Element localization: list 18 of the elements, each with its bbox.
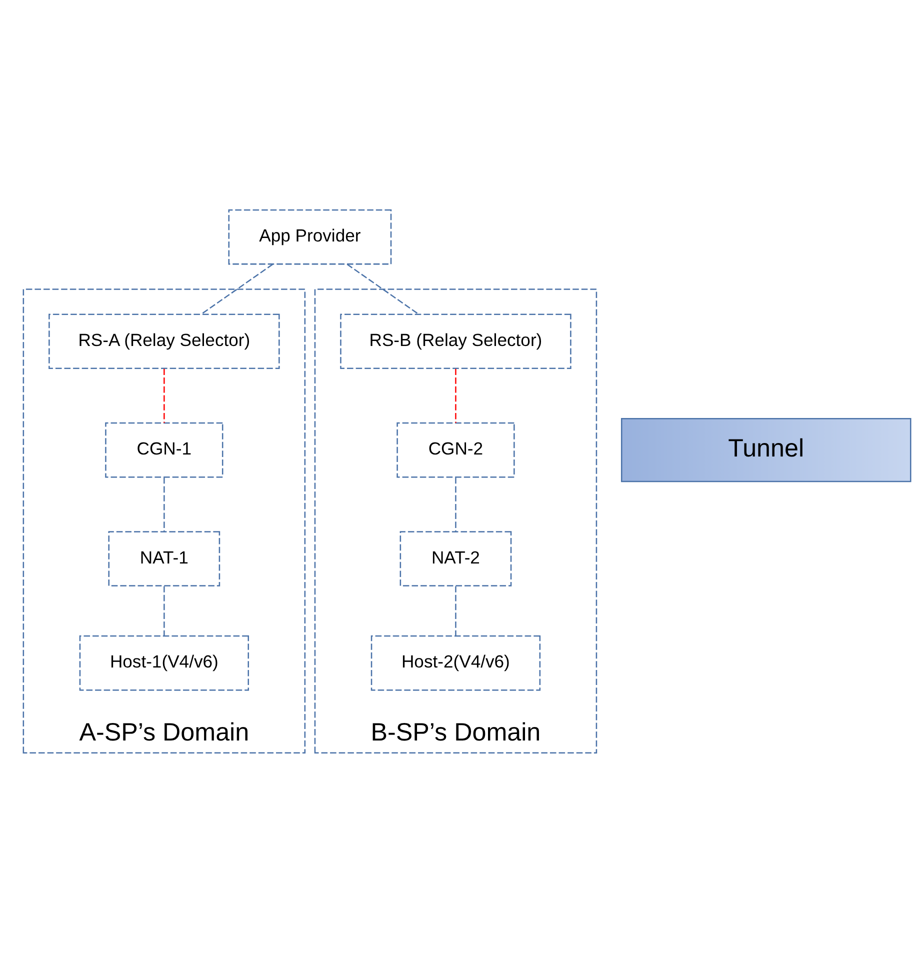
node-box: NAT-2 [400, 531, 512, 586]
connector [164, 368, 165, 423]
node-box: Tunnel [620, 418, 912, 482]
connector [164, 586, 165, 636]
node-box: RS-B (Relay Selector) [340, 314, 572, 369]
node-box: RS-A (Relay Selector) [48, 314, 280, 369]
node-box: Host-1(V4/v6) [79, 635, 249, 691]
node-box: CGN-2 [396, 422, 515, 478]
node-box: CGN-1 [105, 422, 224, 478]
connector [346, 264, 419, 315]
connector [455, 478, 456, 532]
connector [455, 586, 456, 636]
node-box: NAT-1 [108, 531, 220, 586]
connector [455, 368, 456, 423]
node-box: Host-2(V4/v6) [370, 635, 541, 691]
connector [164, 478, 165, 532]
connector [200, 264, 274, 315]
node-box: App Provider [228, 209, 392, 265]
